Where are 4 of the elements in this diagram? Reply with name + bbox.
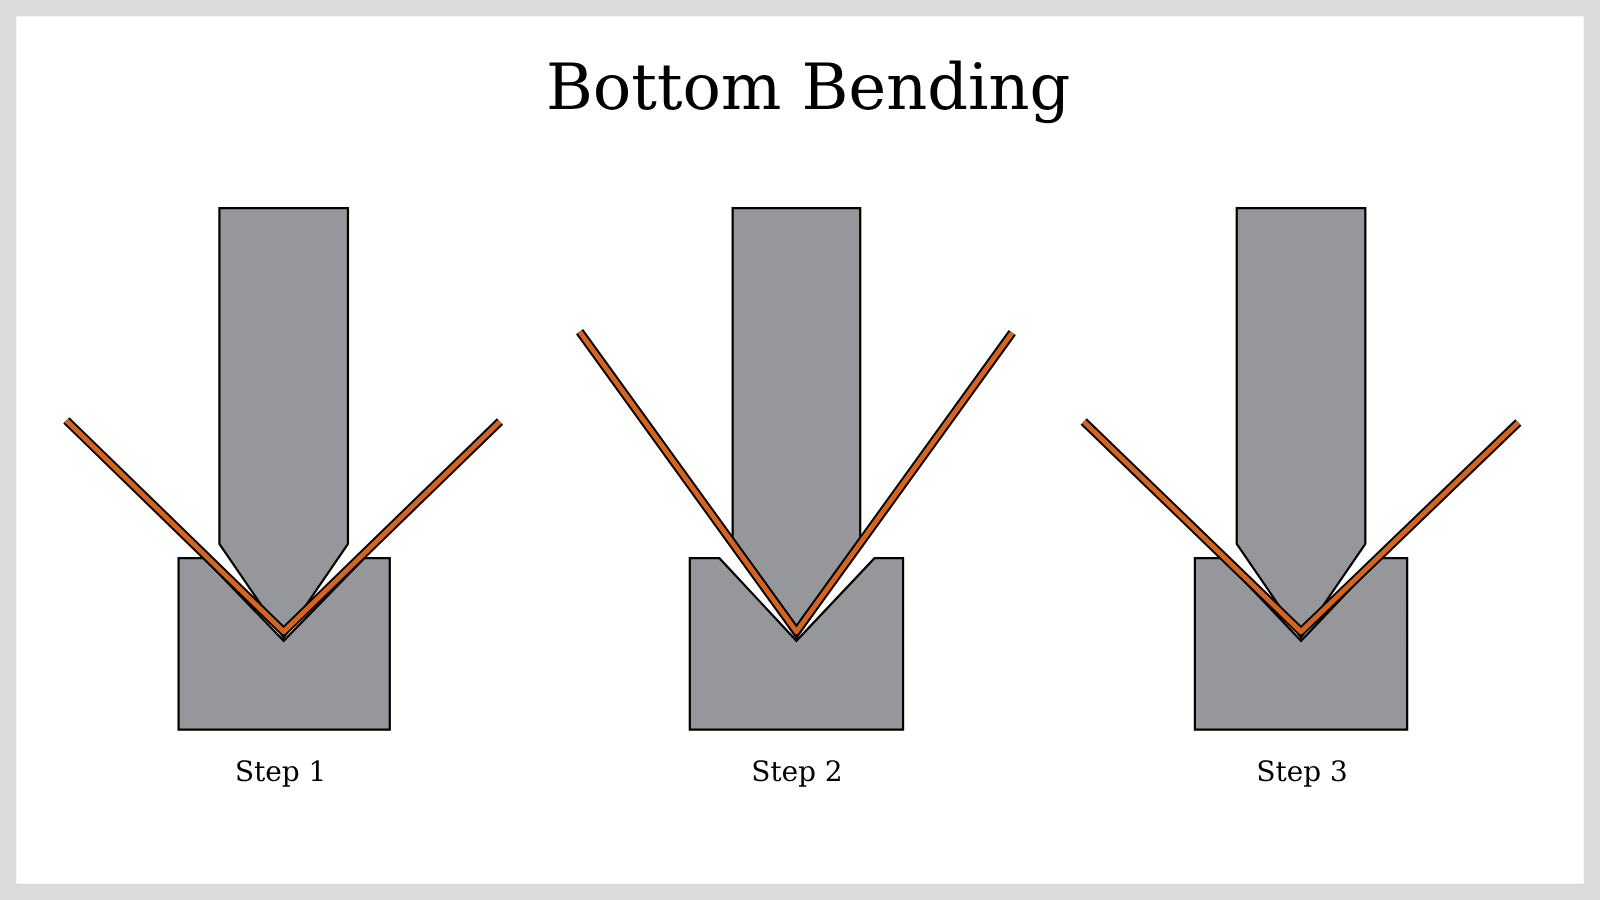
title: Bottom Bending	[549, 60, 1069, 124]
step-label: Step 2	[753, 760, 840, 787]
step-label: Step 3	[1258, 760, 1346, 787]
step-label: Step 1	[237, 760, 323, 787]
